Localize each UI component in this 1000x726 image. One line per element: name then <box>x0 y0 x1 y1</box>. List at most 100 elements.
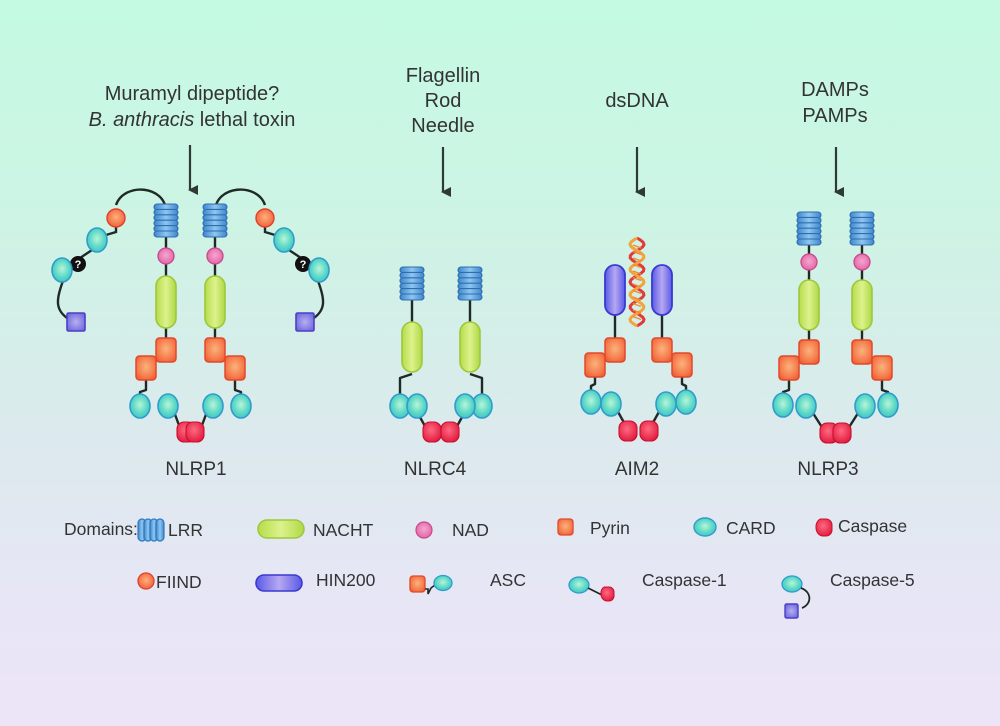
legend-item-nacht: NACHT <box>257 519 374 540</box>
caspase5-domain <box>66 312 86 332</box>
nlrp3-monomer-1 <box>772 211 839 444</box>
stimulus-nlrp1-line2: B. anthracis lethal toxin <box>89 109 296 131</box>
dna-rung <box>632 296 642 301</box>
linker <box>469 372 484 398</box>
dna-rung <box>632 270 642 275</box>
caspase-domain <box>185 421 205 443</box>
pyrin-domain <box>798 339 820 365</box>
legend-label-hin200: HIN200 <box>316 570 376 590</box>
card-domain <box>308 257 330 283</box>
dsdna-helix <box>628 236 646 328</box>
fiind-icon <box>137 572 155 590</box>
hin200-icon <box>255 574 303 592</box>
stimulus-nlrp1: Muramyl dipeptide? B. anthracis lethal t… <box>89 83 296 131</box>
nad-domain <box>157 247 175 265</box>
caspase5-icon <box>781 575 811 619</box>
stimulus-nlrp1-species: B. anthracis <box>89 109 195 131</box>
nad-domain <box>800 253 818 271</box>
complex-aim2 <box>580 236 697 442</box>
legend-item-fiind: FIIND <box>137 572 202 592</box>
legend: Domains: LRR NACHT NAD Pyrin <box>64 516 915 619</box>
legend-item-card: CARD <box>693 517 776 538</box>
legend-label-fiind: FIIND <box>156 572 202 592</box>
caspase-icon <box>815 518 833 537</box>
caspase5-domain <box>295 312 315 332</box>
dna-rung <box>632 309 642 314</box>
aim2-monomer-2 <box>639 264 697 442</box>
dna-strand-2 <box>628 236 646 328</box>
nacht-domain <box>851 279 873 331</box>
stimulus-nlrc4-line1: Flagellin <box>406 65 480 87</box>
card-domain <box>772 392 794 418</box>
dna-rung <box>632 315 642 321</box>
complex-name-nlrp3: NLRP3 <box>797 459 858 480</box>
nacht-domain <box>459 321 481 373</box>
complex-nlrp3 <box>772 211 899 444</box>
caspase-domain <box>618 420 638 442</box>
stimulus-nlrc4: Flagellin Rod Needle <box>406 65 480 137</box>
nacht-domain <box>798 279 820 331</box>
dna-rung <box>632 257 642 262</box>
pyrin-icon <box>557 518 574 536</box>
dna-rung <box>632 263 642 269</box>
card-domain <box>86 227 108 253</box>
hin200-domain <box>604 264 626 316</box>
pyrin-domain <box>155 337 177 363</box>
legend-item-caspase5: Caspase-5 <box>781 570 915 619</box>
legend-label-caspase5: Caspase-5 <box>830 570 915 590</box>
lrr-domain <box>457 266 483 301</box>
nacht-icon <box>257 519 305 539</box>
complex-nlrp1: ?? <box>51 188 330 443</box>
dna-strand-1 <box>628 236 646 328</box>
fiind-domain <box>106 208 126 228</box>
pyrin-domain <box>851 339 873 365</box>
dna-rung <box>632 283 642 288</box>
stimulus-aim2-line1: dsDNA <box>605 90 669 112</box>
legend-label-asc: ASC <box>490 570 526 590</box>
card-domain <box>600 391 622 417</box>
card-domain <box>854 393 876 419</box>
nlrc4-monomer-2 <box>440 266 493 443</box>
unknown-marker: ? <box>300 259 307 271</box>
card-domain <box>795 393 817 419</box>
legend-item-hin200: HIN200 <box>255 570 376 592</box>
caspase-domain <box>639 420 659 442</box>
nacht-domain <box>401 321 423 373</box>
hin200-domain <box>651 264 673 316</box>
card-domain <box>655 391 677 417</box>
stimulus-aim2: dsDNA <box>605 90 669 112</box>
lrr-domain <box>399 266 425 301</box>
nacht-domain <box>155 275 177 329</box>
stimulus-nlrp3: DAMPs PAMPs <box>801 79 869 127</box>
card-domain <box>129 393 151 419</box>
pyrin-domain <box>135 355 157 381</box>
legend-item-lrr: LRR <box>137 518 203 542</box>
legend-item-pyrin: Pyrin <box>557 518 630 538</box>
legend-label-nacht: NACHT <box>313 520 374 540</box>
dna-rung <box>632 250 642 256</box>
stimulus-nlrp1-line1: Muramyl dipeptide? <box>105 83 280 105</box>
complex-name-aim2: AIM2 <box>615 459 659 480</box>
card-domain <box>230 393 252 419</box>
dna-rung <box>632 289 642 295</box>
activation-arrows <box>188 145 844 197</box>
lrr-domain <box>153 203 179 238</box>
dna-rung <box>632 244 642 249</box>
legend-label-pyrin: Pyrin <box>590 518 630 538</box>
card-domain <box>202 393 224 419</box>
lrr-domain <box>796 211 822 246</box>
card-domain <box>406 393 428 419</box>
pyrin-domain <box>584 352 606 378</box>
stimulus-nlrp1-rest: lethal toxin <box>194 109 295 131</box>
pyrin-domain <box>651 337 673 363</box>
card-icon <box>693 517 717 537</box>
dna-rung <box>632 302 642 308</box>
caspase1-icon <box>568 576 615 602</box>
legend-label-caspase1: Caspase-1 <box>642 570 727 590</box>
pyrin-domain <box>604 337 626 363</box>
card-domain <box>51 257 73 283</box>
inflammasome-complexes: ?? <box>51 188 899 444</box>
legend-label-lrr: LRR <box>168 520 203 540</box>
legend-heading: Domains: <box>64 519 138 539</box>
